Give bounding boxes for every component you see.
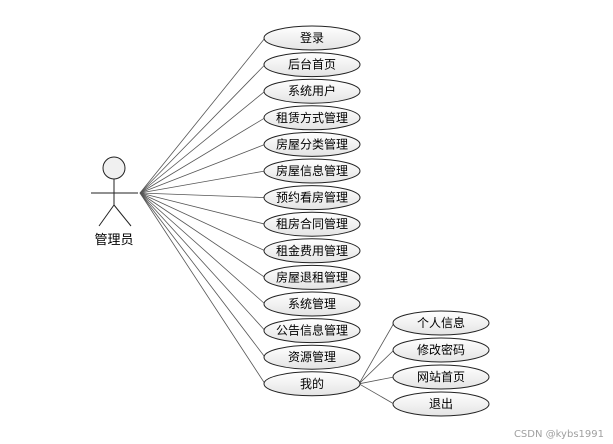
use-case-label: 公告信息管理 bbox=[276, 323, 348, 338]
use-case[interactable]: 后台首页 bbox=[263, 52, 361, 78]
use-case[interactable]: 房屋退租管理 bbox=[263, 264, 361, 290]
use-case-label: 租金费用管理 bbox=[276, 243, 348, 258]
use-case[interactable]: 房屋分类管理 bbox=[263, 131, 361, 157]
association-line bbox=[139, 37, 266, 194]
use-case-label: 房屋分类管理 bbox=[276, 136, 348, 151]
use-case-label: 租赁方式管理 bbox=[276, 110, 348, 125]
sub-association-line bbox=[358, 349, 395, 385]
association-line bbox=[139, 192, 266, 385]
use-case-ellipse bbox=[263, 318, 361, 344]
sub-use-case-label: 个人信息 bbox=[417, 315, 465, 330]
watermark: CSDN @kybs1991 bbox=[514, 429, 604, 440]
sub-use-case-ellipse bbox=[392, 337, 490, 363]
association-line bbox=[139, 192, 266, 358]
association-line bbox=[139, 192, 266, 252]
use-case[interactable]: 我的 bbox=[263, 371, 361, 397]
use-case-label: 系统管理 bbox=[288, 296, 336, 311]
association-line bbox=[139, 192, 266, 331]
association-lines bbox=[139, 37, 395, 405]
sub-use-case[interactable]: 退出 bbox=[392, 391, 490, 417]
use-case[interactable]: 系统管理 bbox=[263, 291, 361, 317]
use-case-ellipse bbox=[263, 25, 361, 51]
use-case-label: 预约看房管理 bbox=[276, 190, 348, 205]
use-case-label: 我的 bbox=[300, 376, 324, 391]
actor-label: 管理员 bbox=[94, 233, 133, 248]
use-case[interactable]: 预约看房管理 bbox=[263, 185, 361, 211]
actor-right-leg bbox=[113, 204, 132, 227]
sub-use-case-ellipse bbox=[392, 391, 490, 417]
use-case-label: 后台首页 bbox=[288, 57, 336, 72]
sub-use-case-ellipse bbox=[392, 310, 490, 336]
use-case-ellipse bbox=[263, 264, 361, 290]
use-case-label: 资源管理 bbox=[288, 349, 336, 364]
sub-use-case[interactable]: 网站首页 bbox=[392, 364, 490, 390]
association-line bbox=[139, 192, 266, 225]
use-case-label: 登录 bbox=[300, 30, 324, 45]
use-case-ellipse bbox=[263, 105, 361, 131]
use-case-label: 租房合同管理 bbox=[276, 216, 348, 231]
use-case[interactable]: 租赁方式管理 bbox=[263, 105, 361, 131]
use-case[interactable]: 租房合同管理 bbox=[263, 211, 361, 237]
association-line bbox=[139, 170, 266, 194]
sub-association-line bbox=[358, 376, 395, 385]
sub-association-line bbox=[358, 322, 395, 384]
actor-admin: 管理员 bbox=[91, 156, 138, 248]
association-line bbox=[139, 90, 266, 194]
use-case[interactable]: 租金费用管理 bbox=[263, 238, 361, 264]
use-case-ellipse bbox=[263, 291, 361, 317]
use-case[interactable]: 系统用户 bbox=[263, 78, 361, 104]
association-line bbox=[139, 192, 266, 305]
sub-use-case[interactable]: 个人信息 bbox=[392, 310, 490, 336]
use-case-ellipse bbox=[263, 238, 361, 264]
use-case-label: 房屋退租管理 bbox=[276, 269, 348, 284]
sub-use-case[interactable]: 修改密码 bbox=[392, 337, 490, 363]
association-line bbox=[139, 117, 266, 194]
use-case-ellipse bbox=[263, 78, 361, 104]
sub-use-case-label: 修改密码 bbox=[417, 342, 465, 357]
use-case-ellipse bbox=[263, 158, 361, 184]
use-case-ellipse bbox=[263, 371, 361, 397]
use-case[interactable]: 资源管理 bbox=[263, 344, 361, 370]
use-cases: 登录后台首页系统用户租赁方式管理房屋分类管理房屋信息管理预约看房管理租房合同管理… bbox=[263, 25, 361, 397]
actor-left-leg bbox=[98, 204, 115, 227]
sub-association-line bbox=[358, 383, 395, 405]
use-case[interactable]: 登录 bbox=[263, 25, 361, 51]
association-line bbox=[139, 192, 266, 198]
use-case-ellipse bbox=[263, 344, 361, 370]
sub-use-case-label: 网站首页 bbox=[417, 370, 465, 384]
use-case[interactable]: 房屋信息管理 bbox=[263, 158, 361, 184]
use-case-label: 系统用户 bbox=[288, 83, 336, 98]
use-case-ellipse bbox=[263, 211, 361, 237]
use-case-ellipse bbox=[263, 185, 361, 211]
actor-head bbox=[102, 156, 126, 180]
use-case-label: 房屋信息管理 bbox=[276, 163, 348, 178]
sub-use-case-label: 退出 bbox=[429, 397, 453, 411]
association-line bbox=[139, 192, 266, 278]
association-line bbox=[139, 64, 266, 194]
sub-use-case-ellipse bbox=[392, 364, 490, 390]
association-line bbox=[139, 144, 266, 194]
use-case-ellipse bbox=[263, 131, 361, 157]
use-case[interactable]: 公告信息管理 bbox=[263, 318, 361, 344]
use-case-ellipse bbox=[263, 52, 361, 78]
